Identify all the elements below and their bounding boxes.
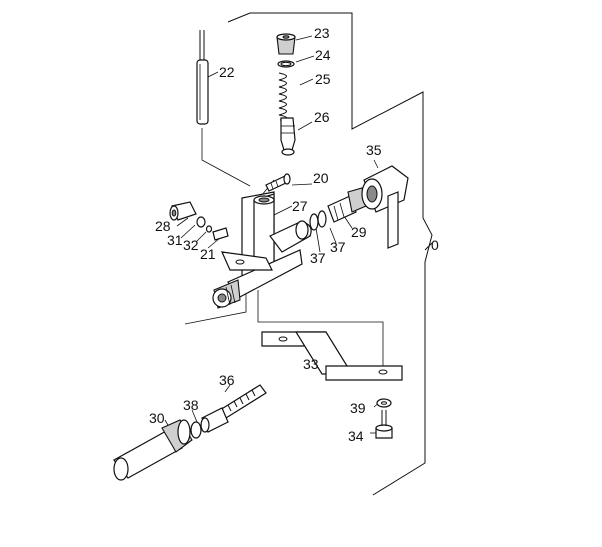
part-33-bracket [261,331,403,381]
label-37b: 37 [330,239,346,255]
label-26: 26 [314,109,330,125]
assembly-boundary-line [227,12,433,496]
label-24: 24 [315,47,331,63]
label-25: 25 [315,71,331,87]
part-30-nozzle [113,419,193,481]
part-20-screw [265,173,291,192]
part-23-plug [276,33,296,55]
part-35-union-nut [361,165,409,249]
part-26-valve-piston [280,117,296,156]
label-28: 28 [155,218,171,234]
label-35: 35 [366,142,382,158]
part-28-connector [169,201,197,221]
part-25-spring [278,72,288,121]
label-27: 27 [292,198,308,214]
part-34-bolt [375,410,393,439]
valve-body [212,191,312,309]
label-37a: 37 [310,250,326,266]
label-0: 0 [431,237,439,253]
label-30: 30 [149,410,165,426]
part-labels: 0 20 21 22 23 24 25 26 27 28 29 30 31 32… [149,25,439,444]
part-21-jet [212,227,229,241]
part-24-o-ring [277,60,295,68]
label-20: 20 [313,170,329,186]
part-37-o-rings [309,210,327,231]
label-36: 36 [219,372,235,388]
label-38: 38 [183,397,199,413]
part-32-ring [205,225,213,233]
label-31: 31 [167,232,183,248]
part-22-probe-rod [196,30,209,125]
part-38-o-ring [190,421,202,439]
part-31-o-ring [196,216,206,228]
label-32: 32 [183,237,199,253]
part-29-nipple [327,187,367,223]
label-33: 33 [303,356,319,372]
label-39: 39 [350,400,366,416]
label-34: 34 [348,428,364,444]
part-39-washer [376,398,392,408]
label-21: 21 [200,246,216,262]
label-29: 29 [351,224,367,240]
label-22: 22 [219,64,235,80]
label-23: 23 [314,25,330,41]
part-36-threaded-pipe [200,384,267,433]
